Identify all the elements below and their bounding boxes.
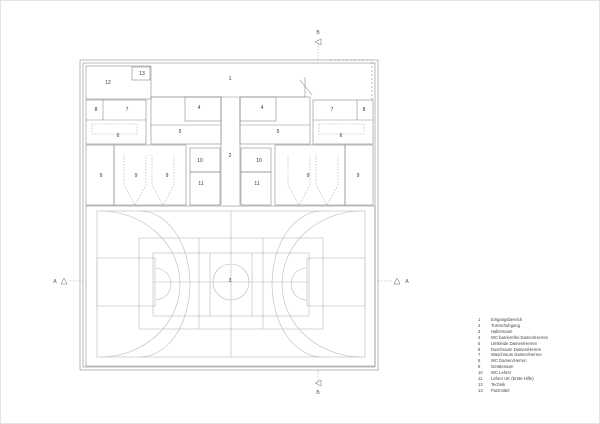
section-marker-a-right: A	[405, 279, 409, 285]
room-number: 7	[126, 107, 129, 113]
section-marker-a-left: A	[53, 279, 57, 285]
legend-label: Geräteraum	[491, 364, 514, 370]
legend-number: 2	[478, 322, 481, 328]
legend-item: 3 Hallenraum	[478, 329, 593, 335]
legend-number: 9	[478, 364, 481, 370]
room-number: 11	[254, 181, 259, 187]
legend-item: 2 Turnschuhgang	[478, 323, 593, 329]
room-number: 6	[117, 133, 120, 139]
legend-label: Lehrer UK (Erste-Hilfe)	[491, 376, 534, 382]
legend-label: Eingangsbereich	[491, 317, 523, 322]
legend-number: 3	[478, 328, 481, 334]
legend-label: WC Damen/Herren	[491, 358, 527, 364]
legend-item: 8 WC Damen/Herren	[478, 358, 593, 364]
legend-item: 12 Technik	[478, 382, 593, 388]
room-number: 1	[229, 76, 232, 82]
legend-number: 13	[478, 387, 483, 393]
legend-item: 1 Eingangsbereich	[478, 317, 593, 323]
legend-label: Turnschuhgang	[491, 322, 520, 328]
room-number: 6	[340, 133, 343, 139]
legend-item: 5 Umkleide Damen/Herren	[478, 341, 593, 347]
room-number: 8	[363, 107, 366, 113]
legend-label: WC Lehrer	[491, 370, 512, 376]
room-number: 9	[357, 173, 360, 179]
room-number: 7	[331, 107, 334, 113]
legend-item: 10 WC Lehrer	[478, 370, 593, 376]
outer-wall	[79, 59, 379, 371]
room-number: 5	[277, 129, 280, 135]
room-number: 9	[166, 173, 169, 179]
legend-label: Technik	[491, 381, 506, 387]
legend-label: Hallenraum	[491, 328, 513, 334]
legend-number: 1	[478, 317, 481, 322]
room-number: 4	[261, 105, 264, 111]
legend-label: Duschraum Damen/Herren	[491, 346, 542, 352]
room-number: 13	[139, 71, 145, 77]
room-number: 12	[105, 80, 111, 86]
legend-item: 7 Waschraum Damen/Herren	[478, 352, 593, 358]
legend: 1 Eingangsbereich 2 Turnschuhgang 3 Hallenrau…	[478, 317, 593, 394]
legend-number: 6	[478, 346, 481, 352]
room-number: 10	[256, 158, 262, 164]
legend-label: Putzmittel	[491, 387, 510, 393]
court-markings	[96, 210, 366, 358]
legend-number: 8	[478, 358, 481, 364]
legend-number: 4	[478, 334, 481, 340]
legend-number: 7	[478, 352, 481, 358]
legend-label: Umkleide Damen/Herren	[491, 340, 538, 346]
legend-item: 13 Putzmittel	[478, 388, 593, 394]
legend-number: 5	[478, 340, 481, 346]
legend-item: 6 Duschraum Damen/Herren	[478, 347, 593, 353]
room-number: 11	[198, 181, 203, 187]
legend-number: 12	[478, 381, 483, 387]
legend-item: 9 Geräteraum	[478, 364, 593, 370]
legend-item: 4 WC barrierefrei Damen/Herren	[478, 335, 593, 341]
room-number: 5	[179, 129, 182, 135]
room-number: 2	[229, 153, 232, 159]
legend-label: WC barrierefrei Damen/Herren	[491, 334, 549, 340]
room-number: 3	[229, 278, 232, 284]
legend-number: 11	[478, 376, 483, 382]
room-number: 9	[100, 173, 103, 179]
legend-item: 11 Lehrer UK (Erste-Hilfe)	[478, 376, 593, 382]
room-number: 4	[198, 105, 201, 111]
room-number: 10	[197, 158, 203, 164]
legend-label: Waschraum Damen/Herren	[491, 352, 542, 358]
section-marker-b-bottom: B	[316, 390, 320, 396]
section-marker-b-top: B	[316, 30, 320, 36]
legend-number: 10	[478, 370, 483, 376]
room-number: 9	[135, 173, 138, 179]
room-number: 8	[95, 107, 98, 113]
room-number: 9	[307, 173, 310, 179]
